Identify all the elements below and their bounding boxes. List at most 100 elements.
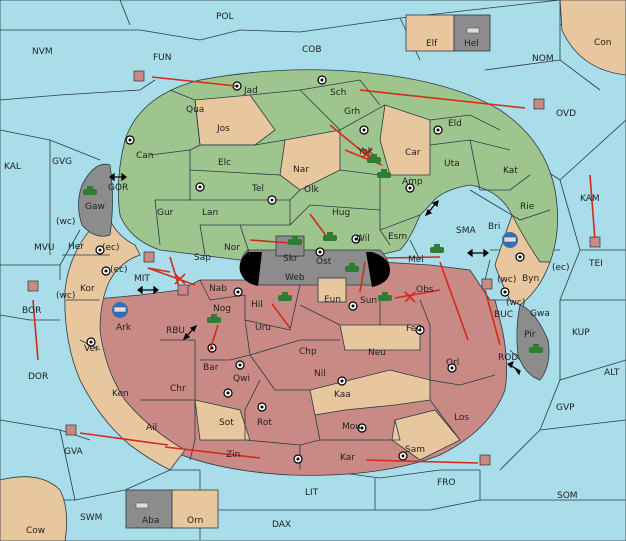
label-kam: KAM — [580, 194, 600, 204]
label-neu: Neu — [368, 348, 386, 358]
double-arrow-icon — [137, 285, 159, 295]
land-nar[interactable] — [279, 129, 341, 191]
label-qua: Qua — [186, 105, 204, 115]
land-cow[interactable] — [0, 476, 68, 541]
double-arrow-icon — [109, 172, 127, 182]
label-gvg: GVG — [52, 157, 72, 167]
supply-center-icon — [293, 454, 303, 464]
label-mou: Mou — [342, 422, 361, 432]
label-amp: Amp — [402, 177, 423, 187]
label-fro: FRO — [437, 478, 456, 488]
label-web: Web — [285, 273, 305, 283]
label-ken: Ken — [112, 389, 129, 399]
label-bri: Bri — [488, 222, 500, 232]
tank-icon — [377, 169, 391, 178]
supply-center-icon — [223, 388, 233, 398]
label-nvm: NVM — [32, 47, 53, 57]
label-rot: Rot — [257, 418, 272, 428]
supply-center-icon — [257, 402, 267, 412]
label-nil: Nil — [314, 369, 326, 379]
supply-center-icon — [125, 135, 135, 145]
label-bor: BOR — [22, 306, 41, 316]
label-sma: SMA — [456, 226, 476, 236]
label-elc: Elc — [218, 158, 231, 168]
label-elf: Elf — [426, 39, 438, 49]
label-mit: MIT — [134, 274, 150, 284]
coast-tag: (wc) — [56, 217, 75, 227]
land-gaw[interactable] — [78, 163, 113, 237]
double-arrows — [109, 172, 521, 376]
label-dor: DOR — [28, 372, 48, 382]
label-sap: Sap — [194, 253, 211, 263]
label-kor: Kor — [80, 284, 95, 294]
blocked-orders — [174, 147, 416, 303]
label-kar: Kar — [340, 453, 355, 463]
label-hug: Hug — [332, 208, 350, 218]
order-arrows — [32, 76, 596, 464]
supply-center-icon — [195, 182, 205, 192]
province-borders-south — [140, 279, 496, 470]
coast-tag: (ec) — [102, 243, 120, 253]
label-gvp: GVP — [556, 403, 575, 413]
supply-center-icon — [398, 451, 408, 461]
supply-center-icon — [515, 252, 525, 262]
label-nog: Nog — [213, 304, 231, 314]
land-car[interactable] — [379, 104, 431, 176]
label-nar: Nar — [293, 165, 309, 175]
label-sch: Sch — [330, 88, 346, 98]
label-grh: Grh — [344, 107, 360, 117]
label-gwa: Gwa — [530, 309, 550, 319]
supply-center-icon — [86, 337, 96, 347]
label-eun: Eun — [324, 295, 341, 305]
cross-icon — [361, 147, 373, 159]
label-gva: GVA — [64, 447, 84, 457]
label-olk: Olk — [304, 185, 320, 195]
land-pir[interactable] — [516, 304, 550, 381]
land-elf[interactable] — [405, 14, 455, 52]
label-kal: KAL — [4, 162, 21, 172]
label-yok: Yok — [357, 147, 374, 157]
label-aba: Aba — [142, 516, 159, 526]
cross-icon — [404, 291, 416, 303]
land-kaa[interactable] — [309, 369, 431, 416]
label-buc: BUC — [494, 310, 513, 320]
province-borders — [62, 79, 551, 351]
supply-center-icon — [359, 125, 369, 135]
label-jad: Jad — [243, 86, 258, 96]
label-byn: Byn — [522, 274, 539, 284]
label-nab: Nab — [209, 284, 227, 294]
land-eun[interactable] — [317, 277, 347, 303]
land-orn[interactable] — [171, 489, 219, 529]
land-labels: Jad Sch Qua Jos Grh Eld Can Elc Nar Yok … — [68, 39, 550, 526]
tank-icon — [278, 292, 292, 301]
land-sam[interactable] — [391, 409, 461, 461]
label-sam: Sam — [405, 445, 425, 455]
label-ail: Ail — [146, 423, 157, 433]
label-ovd: OVD — [556, 109, 576, 119]
tank-icon — [367, 154, 381, 163]
label-orl: Orl — [446, 358, 459, 368]
region-west-coast — [64, 214, 186, 471]
land-neu-t[interactable] — [339, 324, 421, 351]
supply-center-icon — [232, 81, 242, 91]
sea-labels: POL NVM FUN COB NOM Con KAL GVG GOR MVU … — [4, 12, 620, 536]
tank-icon — [529, 344, 543, 353]
label-chp: Chp — [299, 347, 317, 357]
label-car: Car — [405, 148, 421, 158]
land-sot-t[interactable] — [194, 399, 251, 441]
supply-center-icon — [447, 363, 457, 373]
label-sun: Sun — [360, 296, 377, 306]
tank-icon — [430, 244, 444, 253]
supply-center-icon — [357, 423, 367, 433]
supply-center-icon — [235, 360, 245, 370]
supply-center-icon — [405, 183, 415, 193]
dislodged-units — [27, 70, 601, 466]
ship-icon — [466, 27, 480, 34]
tank-icon — [207, 314, 221, 323]
ship-icon — [112, 302, 128, 318]
coast-tag: (ec) — [110, 265, 128, 275]
label-rod: ROD — [498, 353, 518, 363]
label-hel: Hel — [464, 39, 479, 49]
